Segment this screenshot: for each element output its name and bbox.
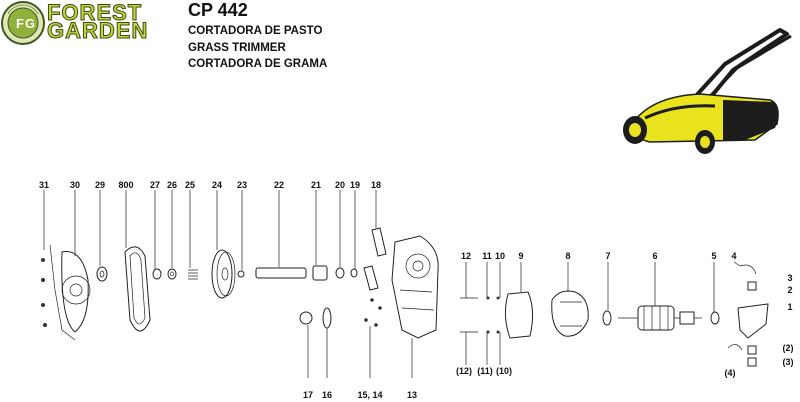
forest-garden-logo: F G (1, 1, 45, 45)
part-label: (11) (477, 366, 493, 376)
product-name-pt: CORTADORA DE GRAMA (188, 58, 328, 70)
part-label: 9 (518, 251, 523, 261)
product-name-en: GRASS TRIMMER (188, 42, 286, 54)
part-label: 17 (303, 390, 313, 400)
part-label: 24 (212, 180, 222, 190)
svg-text:G: G (25, 16, 35, 31)
part-label: (3) (783, 357, 794, 367)
part-label: (4) (725, 368, 736, 378)
part-label: 8 (565, 251, 570, 261)
part-label: 10 (495, 251, 505, 261)
part-label: (10) (496, 366, 512, 376)
part-label: 19 (350, 180, 360, 190)
part-label: (12) (456, 366, 472, 376)
part-label: 20 (335, 180, 345, 190)
part-label: 30 (70, 180, 80, 190)
part-label: 12 (461, 251, 471, 261)
part-label: 11 (482, 251, 492, 261)
part-label: 15, 14 (357, 390, 382, 400)
svg-text:F: F (16, 16, 24, 31)
part-label: 26 (167, 180, 177, 190)
lawn-mower-illustration (623, 28, 792, 154)
part-label: 6 (652, 251, 657, 261)
part-label: 5 (711, 251, 716, 261)
part-label: 29 (95, 180, 105, 190)
part-label: 3 (787, 273, 792, 283)
part-label: 18 (371, 180, 381, 190)
part-label: (2) (783, 343, 794, 353)
brand-name-line1: FOREST (46, 0, 143, 25)
part-drawings (41, 190, 769, 378)
part-label: 21 (311, 180, 321, 190)
part-number-labels: 31 30 29 800 27 26 25 24 23 22 21 20 19 … (39, 180, 794, 400)
product-name-es: CORTADORA DE PASTO (188, 25, 323, 37)
exploded-parts-diagram: 31 30 29 800 27 26 25 24 23 22 21 20 19 … (39, 180, 794, 400)
part-label: 1 (787, 302, 792, 312)
part-label: 800 (118, 180, 133, 190)
part-label: 25 (185, 180, 195, 190)
model-number: CP 442 (188, 0, 248, 20)
part-label: 13 (407, 390, 417, 400)
part-label: 23 (237, 180, 247, 190)
part-label: 16 (322, 390, 332, 400)
part-label: 2 (787, 285, 792, 295)
part-label: 4 (731, 251, 736, 261)
part-label: 22 (274, 180, 284, 190)
brand-name-line2: GARDEN (46, 18, 149, 43)
part-label: 7 (605, 251, 610, 261)
part-label: 31 (39, 180, 49, 190)
part-label: 27 (150, 180, 160, 190)
